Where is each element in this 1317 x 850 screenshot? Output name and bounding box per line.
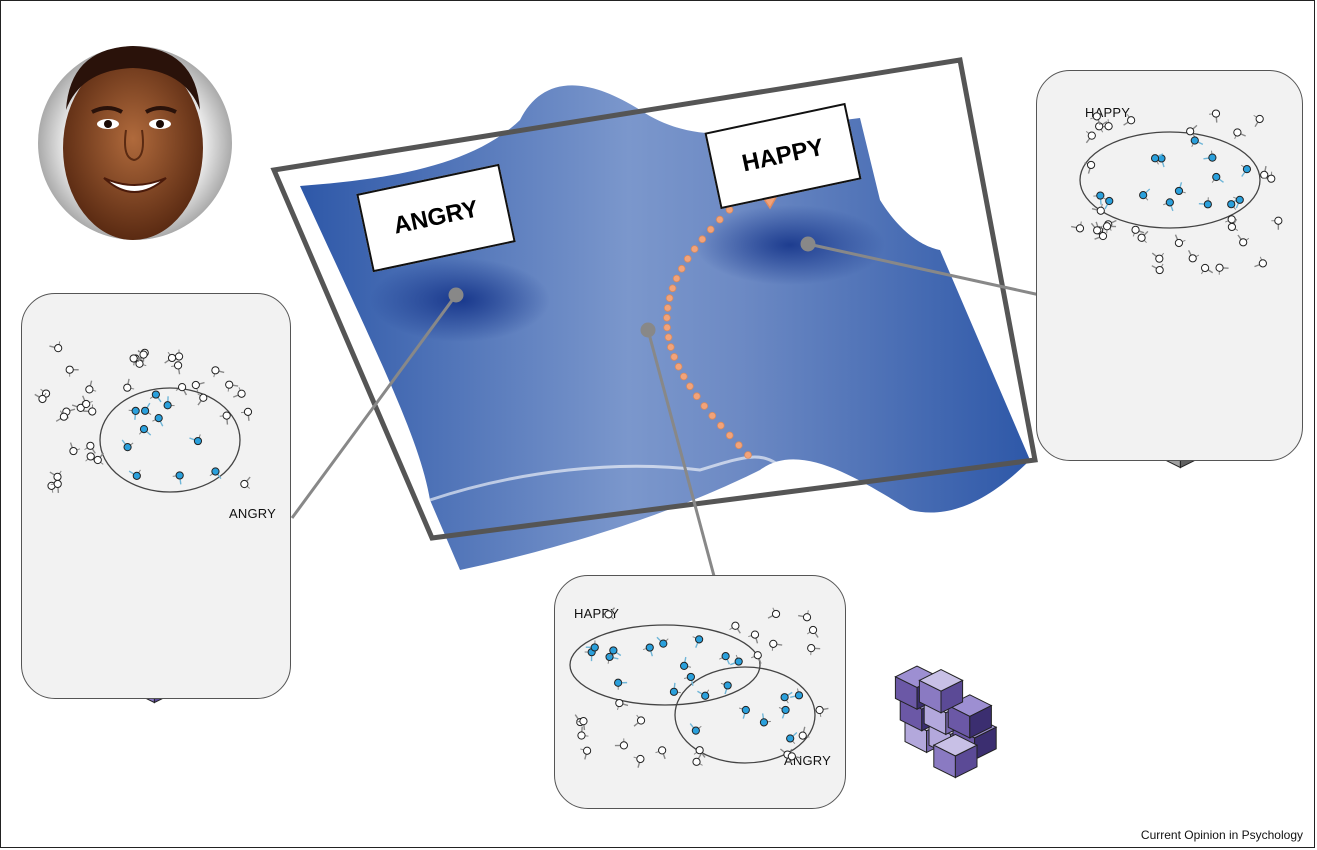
trajectory-dot	[672, 274, 681, 283]
trajectory-dot	[677, 264, 686, 273]
angry-state-panel: ANGRY	[21, 293, 291, 699]
trajectory-dot	[706, 225, 715, 234]
trajectory-dot	[683, 254, 692, 263]
mixed-cube-stack	[894, 665, 998, 779]
trajectory-dot	[686, 382, 694, 391]
trajectory-dot	[725, 431, 734, 440]
trajectory-dot	[734, 441, 743, 450]
trajectory-dot	[700, 402, 709, 410]
state-space-frame	[270, 57, 1038, 541]
leader-lines	[290, 236, 1041, 577]
face-photo	[38, 46, 232, 240]
trajectory-dot	[665, 294, 674, 302]
mixed-state-panel: HAPPY ANGRY	[554, 575, 846, 809]
happy-attractor-label: HAPPY	[739, 133, 827, 178]
trajectory-dot	[679, 372, 688, 381]
mixed-panel-label-angry: ANGRY	[784, 753, 831, 768]
trajectory-dot	[670, 353, 678, 361]
trajectory-dot	[716, 421, 725, 430]
trajectory-dot	[692, 392, 701, 401]
trajectory-dot	[663, 313, 671, 322]
journal-credit: Current Opinion in Psychology	[1140, 828, 1303, 842]
angry-panel-label: ANGRY	[229, 506, 276, 521]
trajectory-dot	[666, 343, 675, 351]
trajectory-dot	[674, 362, 683, 371]
happy-panel-label: HAPPY	[1085, 105, 1131, 120]
trajectory-dot	[663, 304, 672, 312]
trajectory-dot	[744, 451, 752, 459]
trajectory-dot	[708, 411, 717, 420]
trajectory-dot	[698, 235, 707, 244]
trajectory-dot	[664, 333, 673, 342]
trajectory-dot	[663, 323, 671, 332]
trajectory-dot	[715, 215, 724, 224]
angry-attractor-label: ANGRY	[391, 195, 481, 240]
happy-state-panel: HAPPY	[1036, 70, 1303, 461]
trajectory-dot	[690, 245, 699, 253]
trajectory-dot	[668, 284, 677, 293]
mixed-panel-label-happy: HAPPY	[574, 606, 620, 621]
